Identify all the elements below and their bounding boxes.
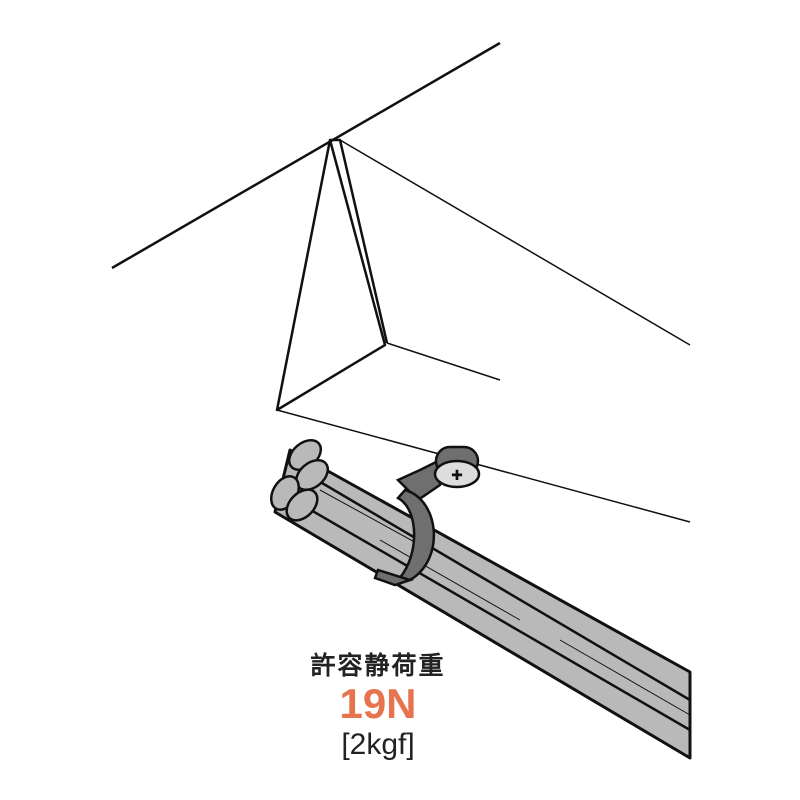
load-value-kgf: [2kgf]: [341, 728, 415, 761]
load-value-newton: 19N: [339, 680, 417, 727]
ceiling-beam: [111, 41, 691, 523]
cable-clip: ✚: [373, 445, 481, 587]
cable-bundle: [270, 438, 692, 760]
load-title: 許容静荷重: [310, 651, 446, 680]
screw-head-icon: ✚: [451, 468, 463, 484]
cable-ends: [270, 438, 330, 522]
